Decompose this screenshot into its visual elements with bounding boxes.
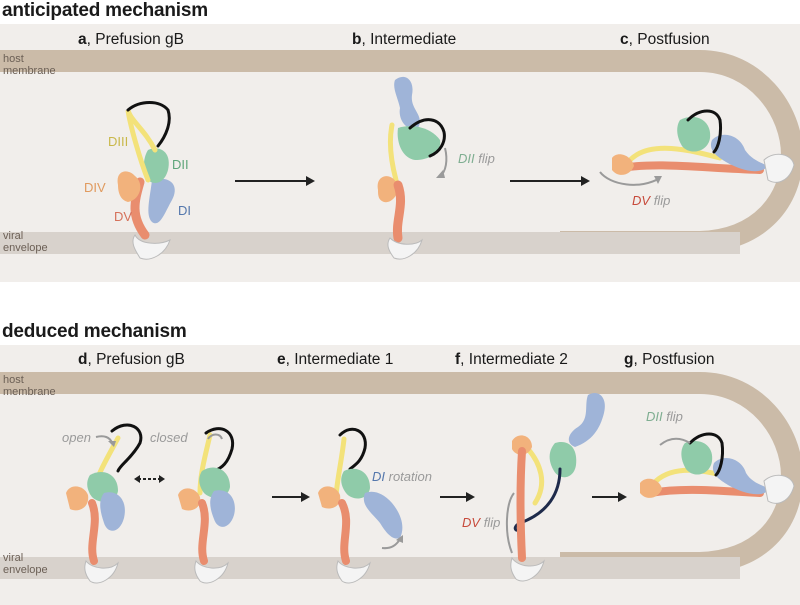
- dv-flip-label-f: DV flip: [462, 515, 501, 530]
- dII-domain: [681, 441, 713, 475]
- dI-domain: [363, 491, 403, 539]
- membrane-anchor: [194, 559, 229, 584]
- dI-domain: [148, 178, 175, 224]
- dII-domain: [143, 148, 169, 183]
- fusion-loop: [204, 427, 235, 473]
- fusion-loop: [338, 427, 367, 471]
- postfusion-g: [640, 432, 795, 504]
- membrane-anchor: [336, 559, 371, 584]
- prefusion-closed-d: [178, 427, 235, 584]
- dIV-domain: [117, 171, 141, 202]
- membrane-anchor: [84, 559, 119, 584]
- dIII-domain: [387, 122, 399, 183]
- fusion-loop: [408, 118, 446, 158]
- membrane-anchor: [387, 237, 423, 260]
- intermediate-2-f: [505, 393, 605, 582]
- flip-arrow: [505, 492, 515, 554]
- dIV-domain: [178, 488, 201, 511]
- panel-label-f: f, Intermediate 2: [455, 351, 568, 368]
- fusion-loop: [126, 101, 171, 148]
- panel-label-d: d, Prefusion gB: [78, 351, 185, 368]
- dIV-domain: [512, 435, 532, 455]
- dV-domain: [392, 180, 406, 243]
- deduced-diagram: [0, 372, 800, 584]
- section-title-anticipated: anticipated mechanism: [2, 0, 208, 21]
- panel-label-g: g, Postfusion: [624, 351, 715, 368]
- dii-flip-label-b: DII flip: [458, 151, 495, 166]
- anticipated-diagram: [0, 50, 800, 260]
- dIV-domain: [612, 154, 634, 175]
- dII-domain: [199, 467, 230, 498]
- membrane-anchor: [510, 556, 545, 582]
- membrane-anchor: [763, 153, 795, 183]
- fusion-loop: [686, 109, 722, 154]
- membrane-anchor: [132, 234, 171, 260]
- postfusion-c: [599, 109, 795, 186]
- dII-domain: [677, 116, 711, 152]
- dIV-domain: [66, 486, 89, 511]
- label-dv: DV: [114, 209, 133, 224]
- dIII-domain: [197, 432, 213, 496]
- dI-domain: [710, 134, 768, 172]
- dIII-domain: [525, 446, 545, 506]
- host-membrane-band: [0, 372, 800, 574]
- panel-label-e: e, Intermediate 1: [277, 351, 394, 368]
- flip-arrow: [599, 171, 661, 186]
- intermediate-b: [377, 76, 448, 260]
- dIII-domain: [627, 145, 723, 163]
- dII-domain: [341, 468, 370, 499]
- viral-envelope-band: [0, 232, 740, 254]
- section-title-deduced: deduced mechanism: [2, 321, 187, 342]
- label-diii: DIII: [108, 134, 129, 149]
- prefusion-open-d: [66, 423, 143, 584]
- dIV-domain: [640, 478, 662, 498]
- panel-label-c: c, Postfusion: [620, 31, 710, 48]
- viral-envelope-band: [0, 557, 740, 579]
- dII-domain: [397, 126, 441, 160]
- closed-label: closed: [150, 430, 188, 445]
- di-rotation-label: DI rotation: [372, 469, 432, 484]
- intermediate-1-e: [318, 427, 403, 584]
- dIV-domain: [377, 176, 398, 203]
- label-di: DI: [178, 203, 191, 218]
- dV-domain: [198, 499, 209, 565]
- dv-flip-label-c: DV flip: [632, 193, 671, 208]
- label-dii: DII: [172, 157, 189, 172]
- dI-domain: [712, 458, 770, 495]
- dV-domain: [516, 447, 526, 562]
- arrowhead-a-b: [306, 176, 315, 186]
- open-label: open: [62, 430, 91, 445]
- membrane-anchor: [763, 474, 795, 504]
- panel-label-b: b, Intermediate: [352, 31, 457, 48]
- arrowhead-b-c: [581, 176, 590, 186]
- prefusion-gb-a: [117, 101, 175, 260]
- dI-domain: [394, 76, 420, 129]
- dIV-domain: [318, 486, 341, 509]
- flip-arrow: [659, 437, 691, 446]
- closed-arrow: [207, 433, 223, 440]
- dV-domain: [88, 499, 99, 565]
- host-membrane-band: [0, 50, 800, 253]
- dii-flip-label-g: DII flip: [646, 409, 683, 424]
- dI-domain: [100, 492, 125, 531]
- dII-domain: [549, 441, 577, 478]
- dI-domain: [210, 490, 235, 527]
- fusion-loop: [110, 423, 143, 473]
- label-div: DIV: [84, 180, 106, 195]
- fusion-loop: [688, 432, 724, 477]
- panel-label-a: a, Prefusion gB: [78, 31, 184, 48]
- dV-domain: [338, 499, 351, 565]
- dI-domain: [568, 393, 605, 447]
